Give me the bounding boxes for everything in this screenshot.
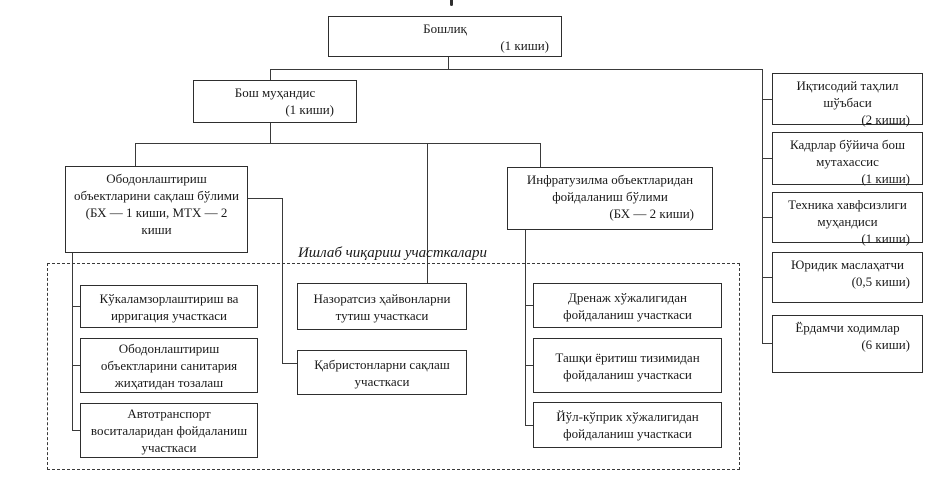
org-box-chief-engineer: Бош муҳандис (1 киши): [193, 80, 357, 123]
connector-left-stub-1: [72, 306, 81, 307]
unit-title: Кўкаламзорлаштириш ва ирригация участкас…: [99, 290, 239, 323]
connector-left-stub-2: [72, 365, 81, 366]
unit-title: Йўл-кўприк хўжалигидан фойдаланиш участк…: [556, 409, 699, 441]
connector-chief-top: [270, 69, 271, 80]
dept-infrastructure-count: (БХ — 2 киши): [609, 206, 694, 221]
unit-title: Ободонлаштириш объектларини санитария жи…: [100, 341, 238, 390]
org-box-dept-landscaping: Ободонлаштириш объектларини сақлаш бўлим…: [65, 166, 248, 253]
org-box-staff-hr-specialist: Кадрлар бўйича бош мутахассис (1 киши): [772, 132, 923, 186]
org-box-director: Бошлиқ (1 киши): [328, 16, 562, 57]
staff-count: (6 киши): [861, 337, 910, 352]
staff-title: Иқтисодий таҳлил шўъбаси: [796, 78, 899, 110]
connector-left-stub-3: [72, 430, 81, 431]
director-count: (1 киши): [500, 38, 549, 53]
chief-engineer-title: Бош муҳандис: [234, 85, 316, 100]
connector-infra-trunk: [525, 230, 526, 426]
production-units-region: [47, 263, 740, 470]
director-title: Бошлиқ: [423, 21, 467, 36]
org-box-unit-cemeteries: Қабристонларни сақлаш участкаси: [297, 350, 467, 395]
connector-cemetery-out: [248, 198, 283, 199]
chief-engineer-count: (1 киши): [285, 102, 334, 117]
connector-infra-stub-2: [525, 365, 534, 366]
org-box-staff-safety-engineer: Техника хавфсизлиги муҳандиси (1 киши): [772, 192, 923, 246]
connector-cemetery-down: [282, 198, 283, 364]
connector-left-trunk: [72, 253, 73, 431]
org-box-dept-infrastructure: Инфратузилма объектларидан фойдаланиш бў…: [507, 167, 713, 230]
staff-title: Кадрлар бўйича бош мутахассис: [790, 137, 905, 169]
cropped-text-fragment: [450, 0, 453, 6]
org-box-staff-economic-analysis: Иқтисодий таҳлил шўъбаси (2 киши): [772, 73, 923, 127]
connector-staff-stub-5: [762, 343, 773, 344]
staff-count: (2 киши): [861, 112, 910, 127]
unit-title: Автотранспорт воситаларидан фойдаланиш у…: [90, 406, 248, 455]
dept-infrastructure-title: Инфратузилма объектларидан фойдаланиш бў…: [526, 172, 694, 204]
org-box-unit-motor-transport: Автотранспорт воситаларидан фойдаланиш у…: [80, 403, 258, 458]
org-box-staff-legal-advisor: Юридик маслаҳатчи (0,5 киши): [772, 252, 923, 303]
org-box-unit-road-bridge: Йўл-кўприк хўжалигидан фойдаланиш участк…: [533, 402, 722, 448]
unit-title: Назоратсиз ҳайвонларни тутиш участкаси: [313, 290, 451, 323]
org-box-unit-street-lighting: Ташқи ёритиш тизимидан фойдаланиш участк…: [533, 338, 722, 393]
connector-infrastructure-top: [540, 143, 541, 167]
staff-count: (0,5 киши): [851, 274, 910, 289]
staff-count: (1 киши): [861, 171, 910, 186]
connector-staff-stub-3: [762, 217, 773, 218]
unit-title: Қабристонларни сақлаш участкаси: [314, 356, 450, 389]
staff-count: (1 киши): [861, 231, 910, 246]
org-box-unit-greening-irrigation: Кўкаламзорлаштириш ва ирригация участкас…: [80, 285, 258, 328]
connector-staff-trunk: [762, 69, 763, 344]
staff-title: Юридик маслаҳатчи: [790, 257, 904, 272]
connector-cemetery-in: [282, 363, 298, 364]
unit-title: Дренаж хўжалигидан фойдаланиш участкаси: [563, 289, 692, 322]
org-box-staff-support-staff: Ёрдамчи ходимлар (6 киши): [772, 315, 923, 373]
org-box-unit-drainage: Дренаж хўжалигидан фойдаланиш участкаси: [533, 283, 722, 328]
org-box-unit-stray-animals: Назоратсиз ҳайвонларни тутиш участкаси: [297, 283, 467, 330]
dept-landscaping-count: (БХ — 1 киши, МТХ — 2 киши: [85, 205, 228, 237]
connector-director-down: [448, 57, 449, 69]
connector-top-horizontal: [270, 69, 763, 70]
unit-title: Ташқи ёритиш тизимидан фойдаланиш участк…: [555, 349, 700, 382]
dept-landscaping-title: Ободонлаштириш объектларини сақлаш бўлим…: [74, 171, 239, 203]
connector-branch-horizontal: [135, 143, 541, 144]
connector-staff-stub-1: [762, 99, 773, 100]
connector-staff-stub-4: [762, 277, 773, 278]
connector-staff-stub-2: [762, 158, 773, 159]
connector-infra-stub-1: [525, 305, 534, 306]
connector-landscaping-top: [135, 143, 136, 166]
staff-title: Ёрдамчи ходимлар: [795, 320, 900, 335]
connector-chief-bottom: [270, 123, 271, 143]
org-box-unit-sanitary-cleaning: Ободонлаштириш объектларини санитария жи…: [80, 338, 258, 393]
connector-middle-column: [427, 143, 428, 283]
staff-title: Техника хавфсизлиги муҳандиси: [788, 197, 907, 229]
production-region-label: Ишлаб чиқариш участкалари: [297, 245, 488, 261]
connector-infra-stub-3: [525, 425, 534, 426]
